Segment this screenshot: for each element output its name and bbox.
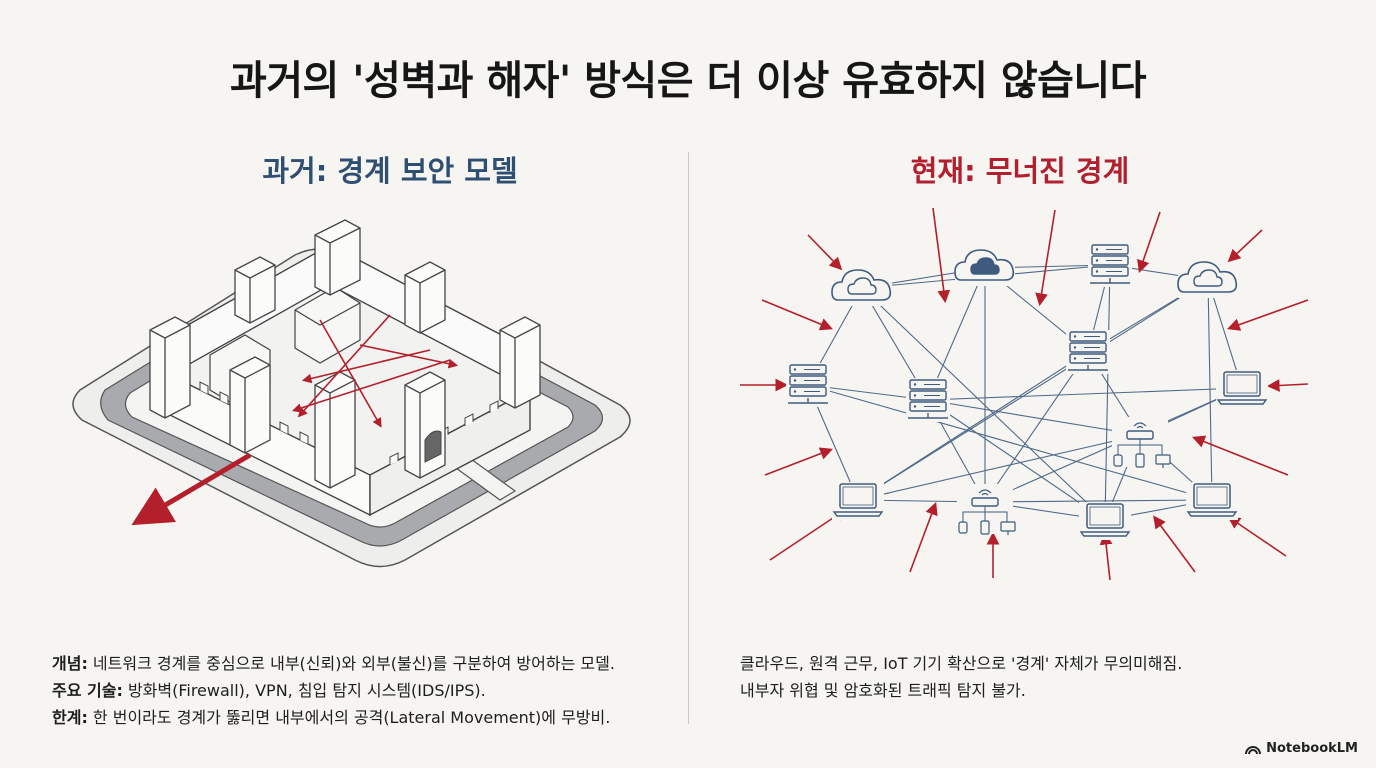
network-diagram [740,207,1309,581]
network-link [927,399,1141,436]
network-link [1207,279,1213,501]
left-heading: 과거: 경계 보안 모델 [262,154,518,188]
right-heading: 현재: 무너진 경계 [910,154,1130,188]
network-link [984,351,1089,503]
note-collapse: 클라우드, 원격 근무, IoT 기기 확산으로 '경계' 자체가 무의미해짐. [740,654,1183,673]
castle-illustration [72,219,631,568]
server-icon [906,378,950,422]
network-link [807,384,1213,501]
attack-arrow-icon [761,299,833,331]
note-technology: 주요 기술: 방화벽(Firewall), VPN, 침입 탐지 시스템(IDS… [52,681,486,700]
attack-arrow-icon [1137,211,1161,274]
attack-arrow-icon [764,447,833,476]
router-icon [1112,417,1171,468]
left-notes: 개념: 네트워크 경계를 중심으로 내부(신뢰)와 외부(불신)를 구분하여 방… [52,650,672,731]
center-divider [688,152,689,724]
cloud-icon [954,249,1015,286]
iot-device-icon [1113,453,1171,468]
server-icon [786,363,830,407]
cloud-icon [1177,261,1238,298]
network-link [857,351,1089,501]
server-icon [1088,243,1132,287]
brand: NotebookLM [1245,741,1358,756]
attack-arrow-icon [1226,299,1309,331]
attack-arrow-icon [1227,516,1287,557]
network-link [861,287,1106,521]
page-title: 과거의 '성벽과 해자' 방식은 더 이상 유효하지 않습니다 [229,58,1147,104]
attack-arrow-icon [807,234,843,271]
attack-arrow-icon [1266,379,1309,392]
attack-arrow-icon [1192,435,1289,476]
network-link [857,279,1209,501]
right-notes: 클라우드, 원격 근무, IoT 기기 확산으로 '경계' 자체가 무의미해짐.… [740,650,1340,704]
router-icon [957,484,1016,535]
attack-arrow-icon [1035,209,1056,307]
attack-arrow-icon [932,207,951,304]
brand-label: NotebookLM [1266,741,1358,756]
attack-arrow-icon [1153,515,1196,573]
attack-arrow-icon [909,502,938,573]
attack-arrow-icon [1099,531,1113,581]
note-concept: 개념: 네트워크 경계를 중심으로 내부(신뢰)와 외부(불신)를 구분하여 방… [52,654,615,673]
cloud-icon [831,269,892,306]
iot-device-icon [958,520,1016,535]
network-link [927,399,1106,521]
attack-arrow-icon [1227,229,1263,263]
network-link [984,499,1213,503]
laptop-icon [1216,370,1268,408]
notebooklm-logo-icon [1245,745,1262,754]
laptop-icon [1186,482,1238,520]
network-link [857,434,1141,501]
server-icon [1066,330,1110,374]
note-limitation: 한계: 한 번이라도 경계가 뚫리면 내부에서의 공격(Lateral Move… [52,708,611,727]
note-detection: 내부자 위협 및 암호화된 트래픽 탐지 불가. [740,681,1026,700]
laptop-icon [832,482,884,520]
laptop-icon [1079,502,1131,540]
network-link [927,387,1243,401]
network-link [1104,264,1111,521]
